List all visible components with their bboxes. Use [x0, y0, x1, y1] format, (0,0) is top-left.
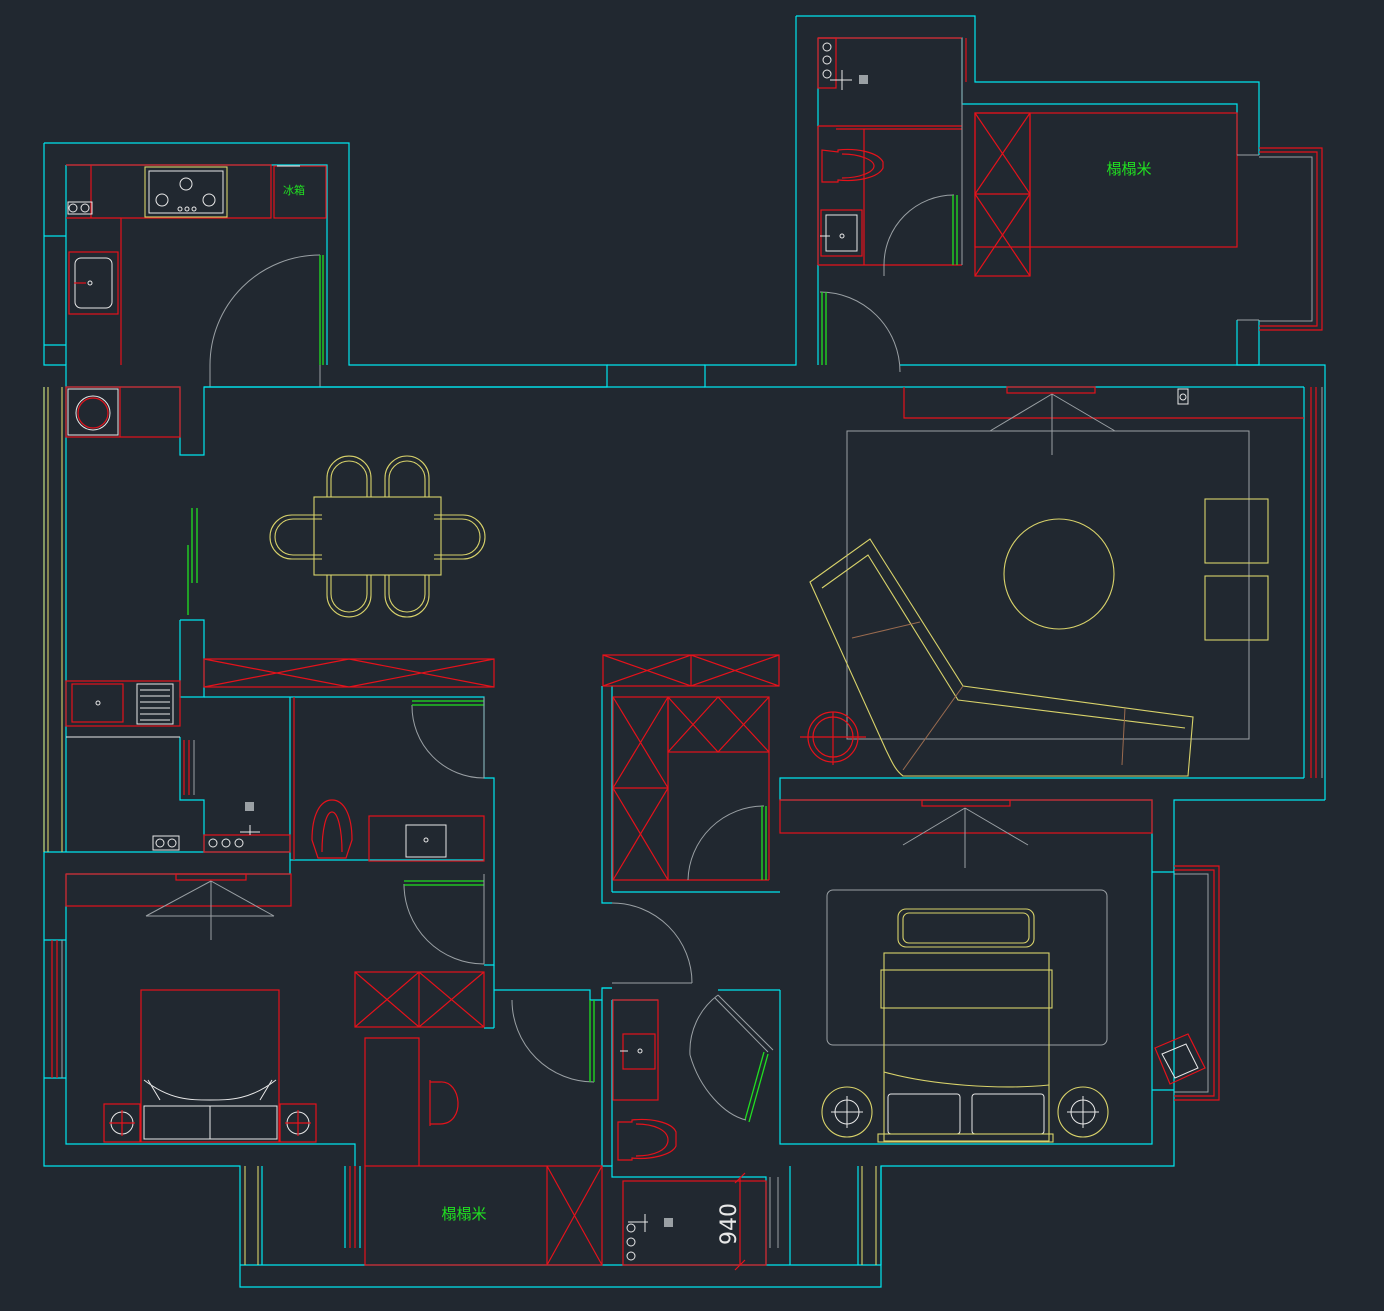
bedroom-rug [826, 889, 1108, 1046]
washing-machine-icon [67, 388, 119, 436]
living-rug [846, 430, 1250, 740]
coffee-table [1003, 518, 1115, 630]
bed [140, 989, 280, 1143]
sink-2-icon [71, 683, 124, 723]
walls [43, 15, 1326, 1288]
drain-rack-icon [136, 683, 174, 725]
bath-sink-icon [405, 824, 447, 858]
tatami-label-bottom: 榻榻米 [441, 1205, 486, 1223]
study: 榻榻米 [244, 999, 603, 1266]
kitchen-door-swing [209, 254, 321, 366]
sink-icon [68, 251, 119, 315]
armchair-icon [1154, 1033, 1206, 1085]
desk-chair-icon [430, 1081, 459, 1125]
bathroom-2: 940 [612, 994, 877, 1271]
master-bedroom [779, 799, 1220, 1143]
floor-drain-2-icon [664, 1218, 673, 1227]
tatami-room: 榻榻米 [819, 112, 1323, 373]
floor-drain-3-icon [859, 75, 868, 84]
bathroom-1 [203, 697, 485, 965]
toilet-2-icon [617, 1118, 677, 1161]
gas-stove-icon [144, 166, 228, 218]
toilet-3-icon [821, 148, 884, 183]
fridge-label: 冰箱 [283, 183, 305, 197]
floor-drain-icon [245, 802, 254, 811]
walk-in-closet [611, 696, 770, 984]
sofa [809, 538, 1194, 777]
laundry-area [43, 386, 198, 852]
bath3-sink-icon [820, 209, 863, 257]
openings [204, 364, 705, 388]
dimension-940: 940 [717, 1203, 742, 1245]
master-bed [883, 952, 1050, 1142]
tatami-label-top: 榻榻米 [1106, 160, 1151, 178]
bathroom-3 [817, 37, 967, 276]
cabinets [203, 654, 780, 688]
living-room [800, 386, 1323, 778]
kitchen: 冰箱 [66, 164, 327, 387]
toilet-icon [311, 799, 353, 859]
bedroom-2 [51, 873, 485, 1143]
dining-table [269, 455, 486, 618]
